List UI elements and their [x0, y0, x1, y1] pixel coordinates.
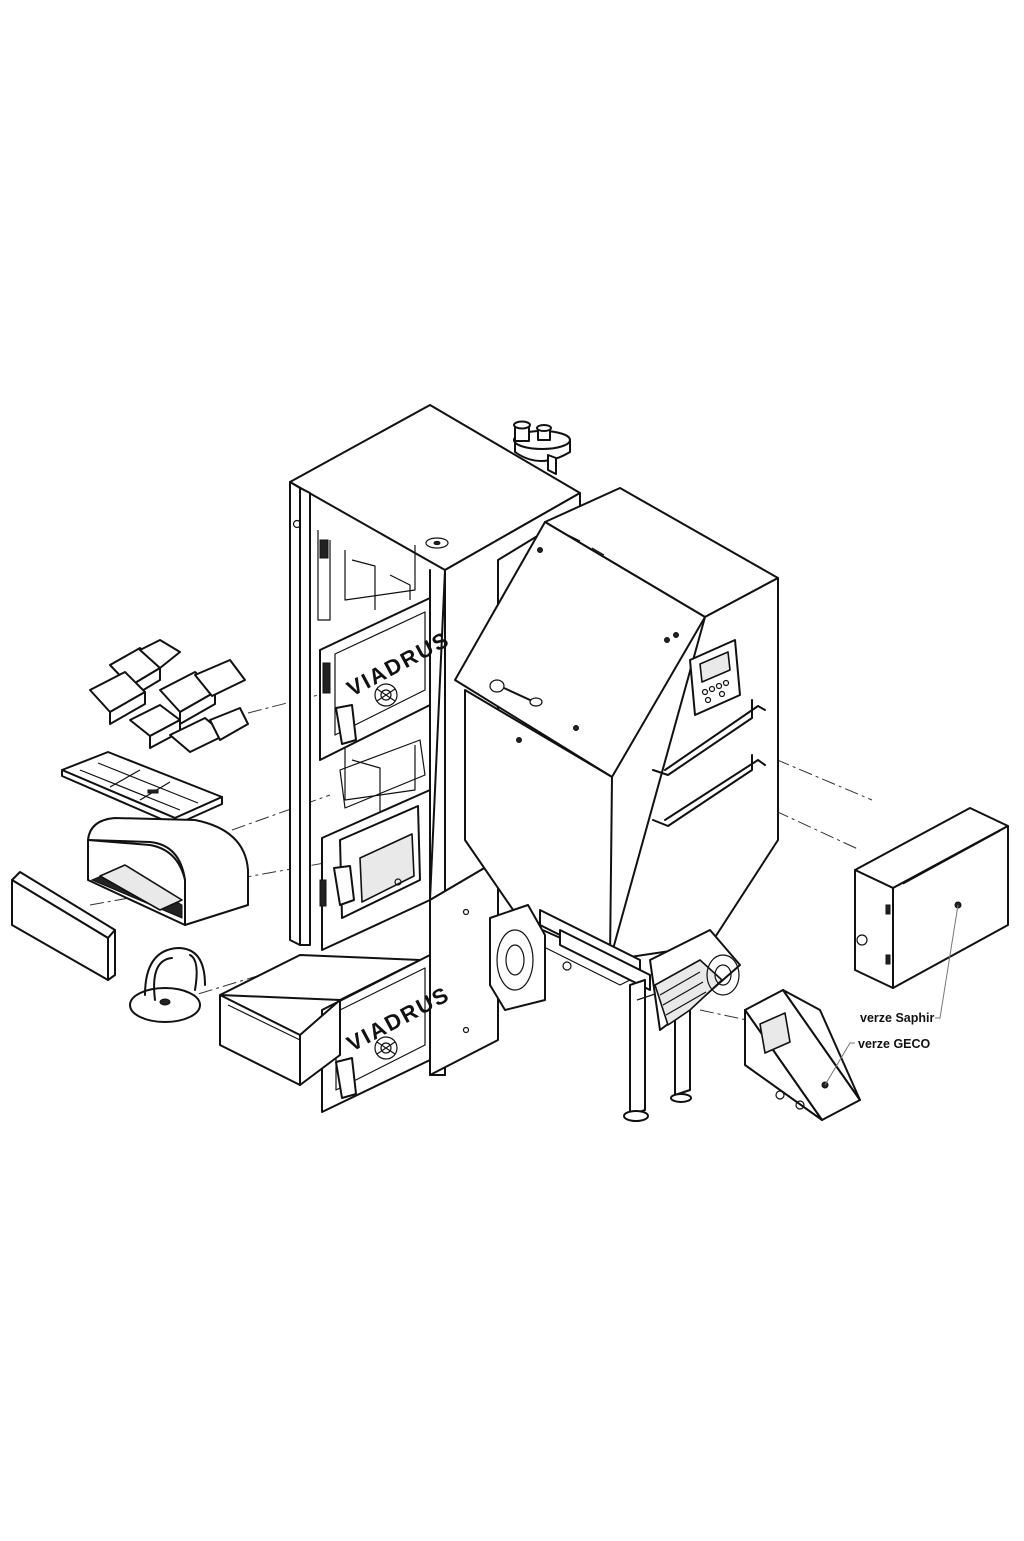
- side-rails: [652, 699, 766, 827]
- burner-cover: [87, 817, 249, 926]
- boiler-body: [289, 404, 581, 1076]
- callout-geco: verze GECO: [858, 1037, 931, 1051]
- fuel-hopper: [454, 487, 779, 961]
- middle-door: [319, 739, 431, 951]
- saphir-controller: [854, 807, 1009, 989]
- flue-connection: [513, 420, 571, 475]
- ash-drawer: [219, 954, 421, 1086]
- callouts: verze Saphir verze GECO: [824, 904, 959, 1086]
- geco-controller: [744, 989, 861, 1121]
- upper-door: VIADRUS: [319, 597, 454, 761]
- grate: [61, 751, 223, 826]
- front-panel: [11, 871, 116, 981]
- burner-assembly: [489, 904, 741, 1122]
- ceramic-tiles: [89, 639, 249, 753]
- control-panel: [689, 639, 741, 716]
- callout-saphir: verze Saphir: [860, 1011, 934, 1025]
- support-bracket: [129, 947, 206, 1023]
